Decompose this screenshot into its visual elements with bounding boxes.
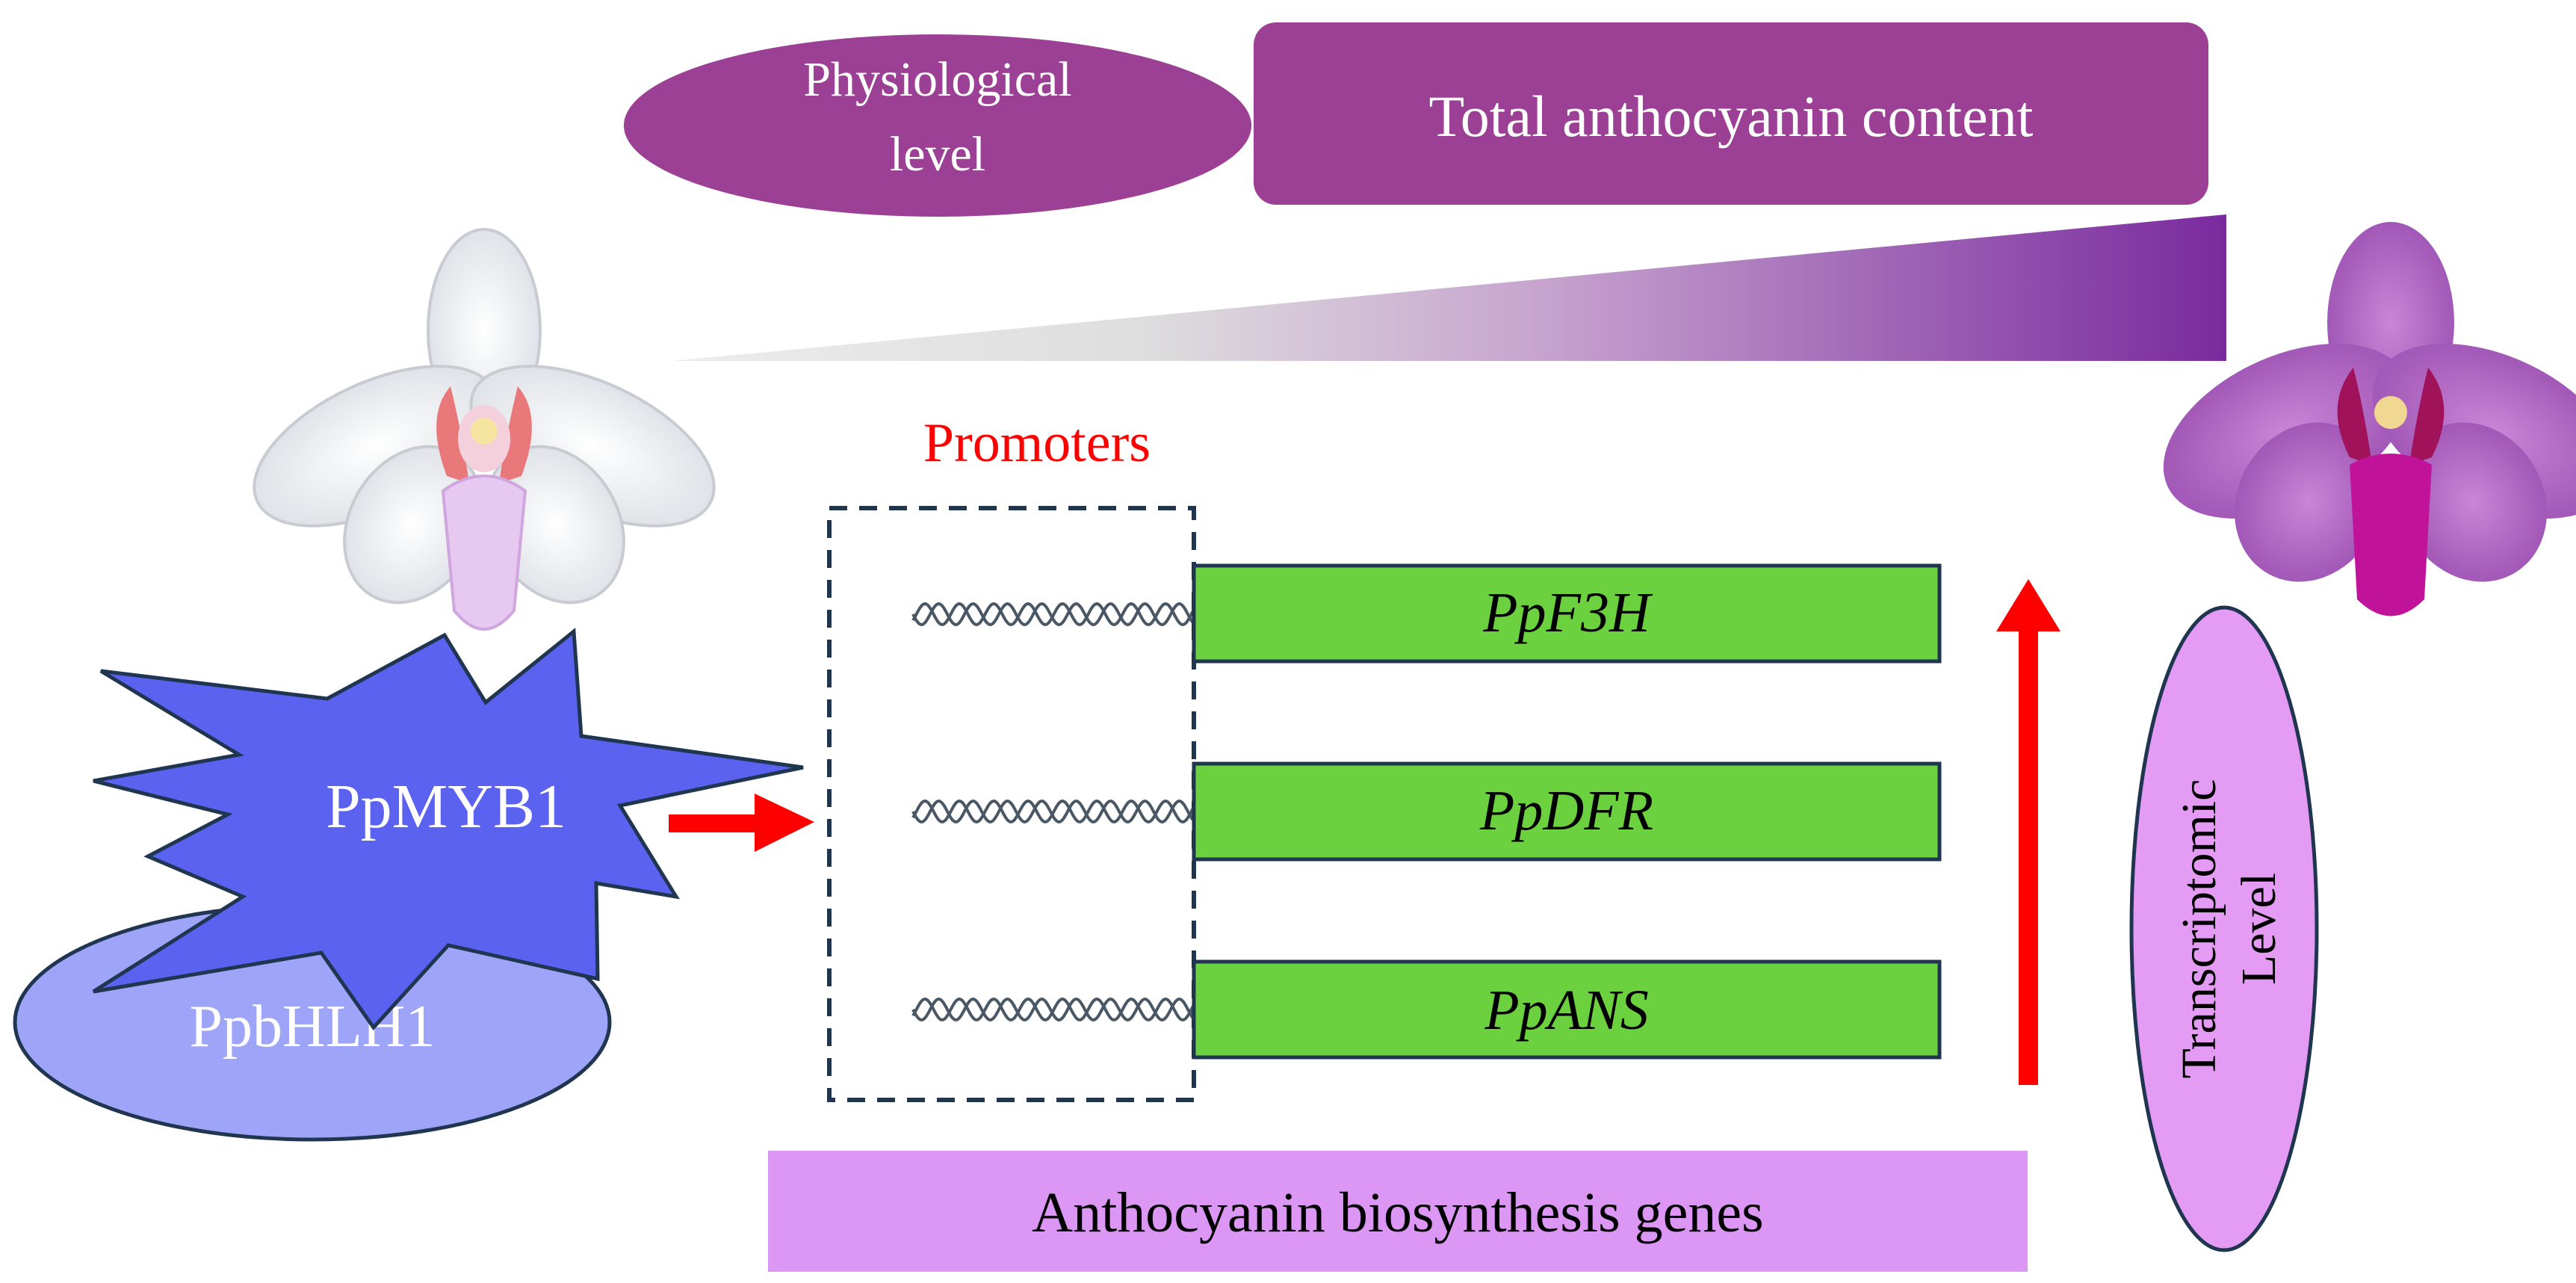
ppmyb1-label: PpMYB1	[326, 772, 566, 841]
physiological-level-ellipse	[624, 34, 1251, 217]
upregulation-arrow	[1996, 579, 2061, 1085]
purple-orchid-flower	[2163, 222, 2576, 616]
ppbhlh1-label: PpbHLH1	[190, 994, 436, 1060]
dna-strand-3	[911, 997, 1195, 1022]
physiological-level-label-2: level	[890, 127, 985, 182]
white-orchid-flower	[253, 228, 716, 631]
gene-box-ppans	[1192, 959, 1942, 1060]
gene-box-ppf3h	[1192, 563, 1942, 664]
total-anthocyanin-label: Total anthocyanin content	[1429, 84, 2034, 149]
gene-box-ppdfr	[1192, 761, 1942, 862]
gene-label-ppdfr: PpDFR	[1479, 779, 1653, 842]
ppmyb1-starburst	[92, 628, 804, 1030]
gene-label-ppf3h: PpF3H	[1482, 581, 1653, 644]
physiological-level-label-1: Physiological	[803, 52, 1071, 107]
promoters-label: Promoters	[923, 412, 1151, 474]
anthocyanin-gradient-wedge	[672, 214, 2226, 361]
gene-label-ppans: PpANS	[1484, 979, 1649, 1042]
biosynthesis-genes-label: Anthocyanin biosynthesis genes	[1032, 1181, 1763, 1244]
biosynthesis-genes-box	[768, 1151, 2028, 1272]
transcriptomic-level-ellipse	[2129, 605, 2319, 1252]
dna-strand-2	[911, 799, 1195, 824]
transcriptomic-level-label-1: Transcriptomic	[2172, 779, 2226, 1079]
total-anthocyanin-box	[1254, 22, 2208, 205]
transcriptomic-level-label-2: Level	[2232, 873, 2286, 985]
dna-strand-1	[911, 602, 1195, 627]
myb-to-promoter-arrow	[669, 794, 814, 852]
